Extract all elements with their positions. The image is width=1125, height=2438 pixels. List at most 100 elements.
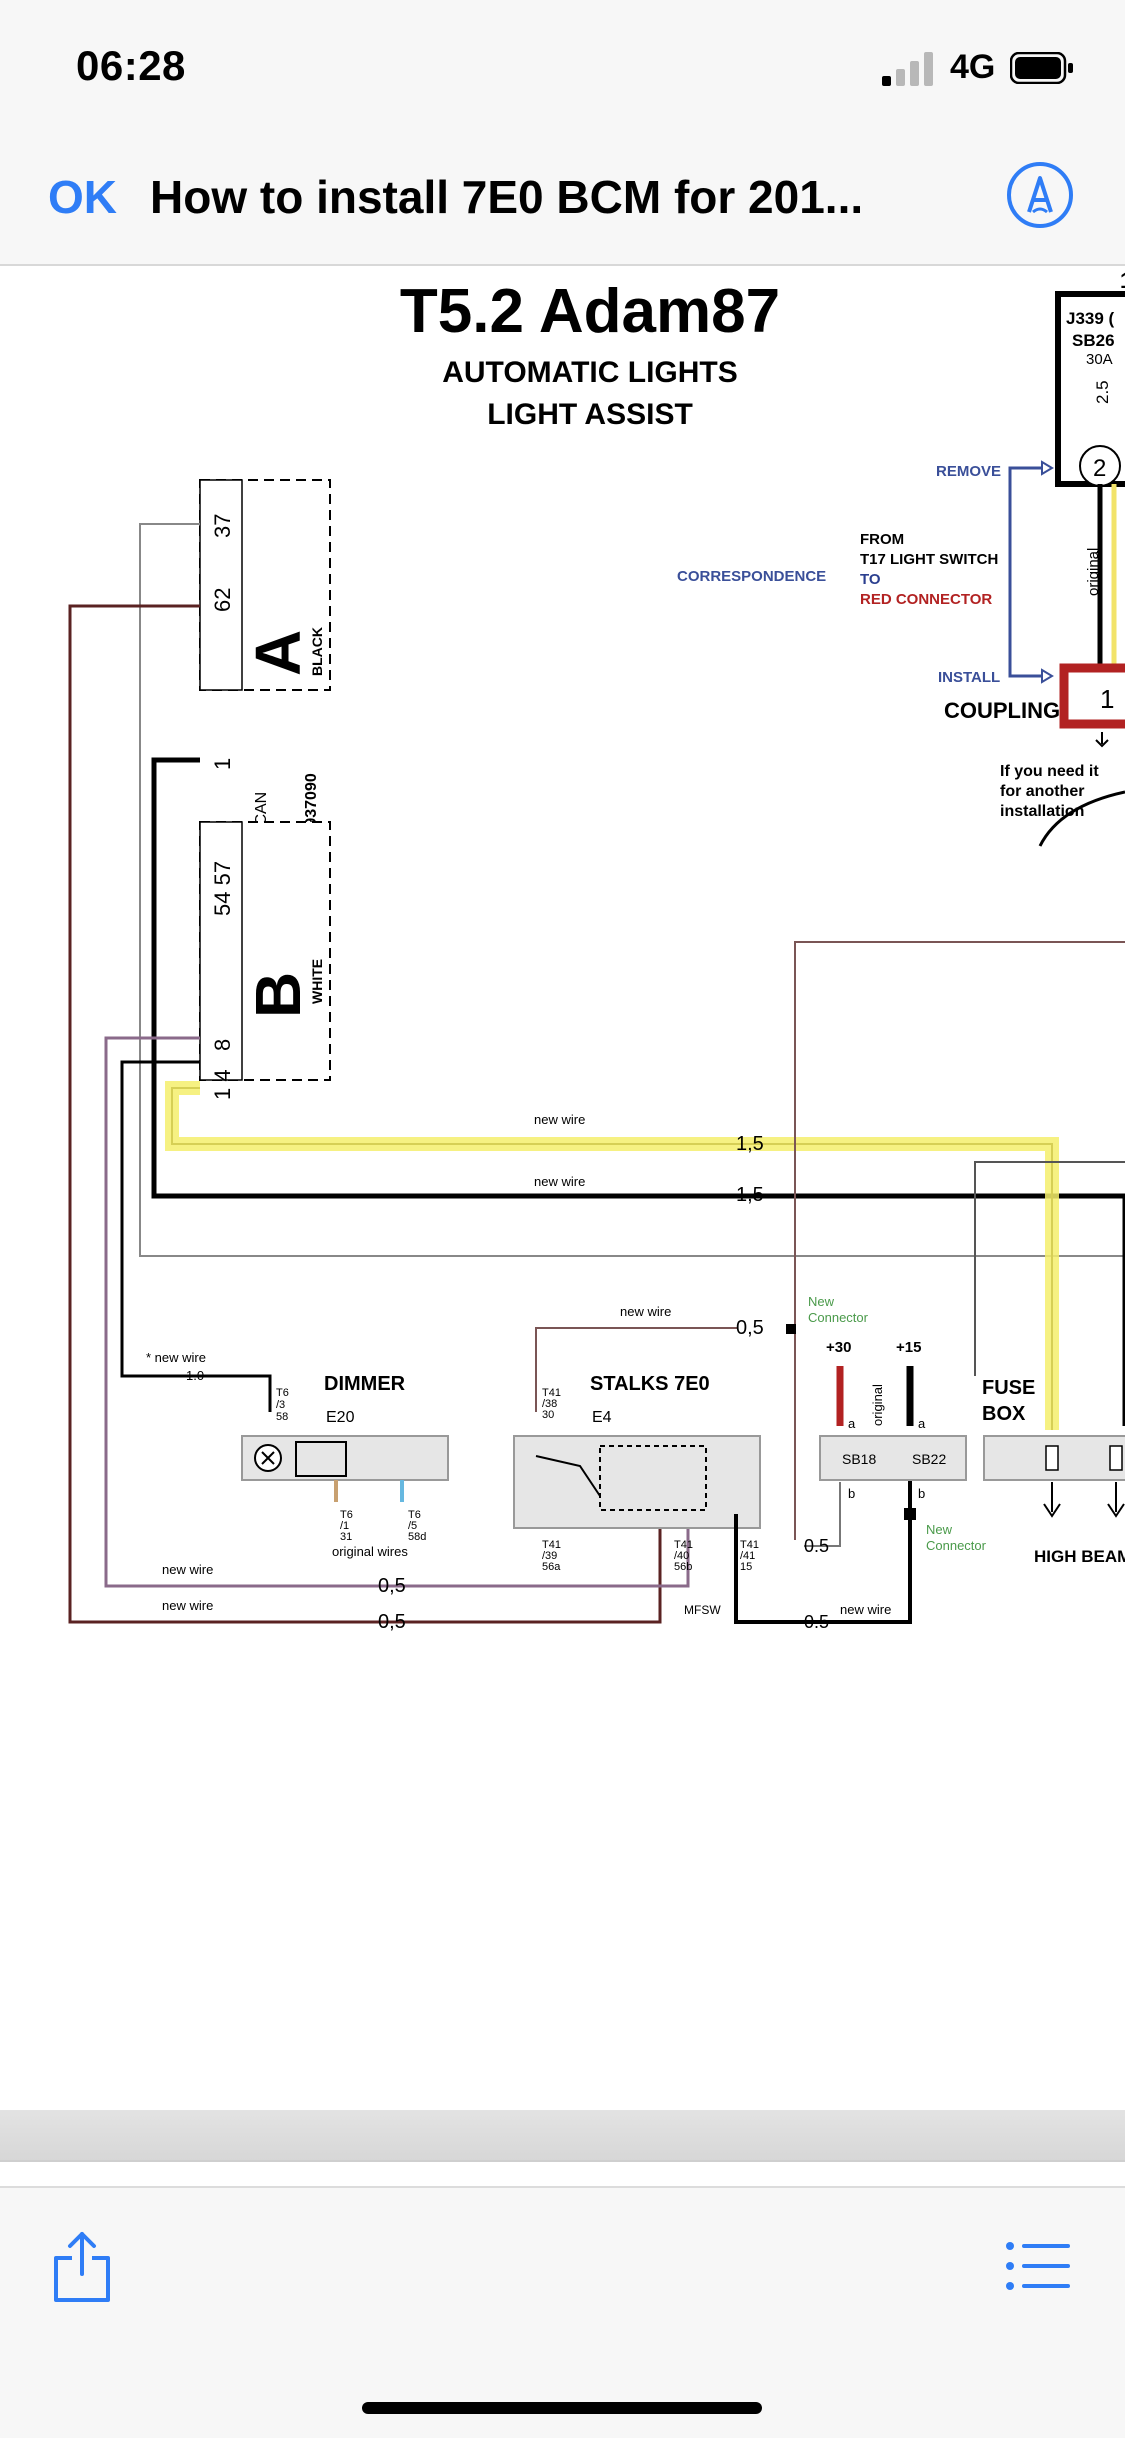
30a-label: 30A bbox=[1086, 351, 1113, 368]
new-wire-label-6: new wire bbox=[840, 1602, 891, 1617]
new-wire-label-4: new wire bbox=[162, 1562, 213, 1577]
pin-62: 62 bbox=[210, 588, 235, 612]
document-content[interactable]: T5.2 Adam87 AUTOMATIC LIGHTS LIGHT ASSIS… bbox=[0, 266, 1125, 2111]
note-line-3: installation bbox=[1000, 803, 1084, 820]
coupling-pin-1: 1 bbox=[1100, 684, 1114, 714]
sb26-label: SB26 bbox=[1072, 331, 1115, 350]
fuse-b-1: b bbox=[848, 1486, 855, 1501]
wire-1-5-a: 1,5 bbox=[736, 1133, 764, 1155]
wiring-diagram: T5.2 Adam87 AUTOMATIC LIGHTS LIGHT ASSIS… bbox=[68, 268, 1125, 1633]
sb22-label: SB22 bbox=[912, 1451, 946, 1467]
new-wire-star-label: * new wire bbox=[146, 1350, 206, 1365]
new-wire-label-3: new wire bbox=[620, 1304, 671, 1319]
share-icon[interactable] bbox=[50, 2228, 114, 2304]
new-wire-label-2: new wire bbox=[534, 1174, 585, 1189]
fuse-strip bbox=[819, 1435, 967, 1481]
t6-1-a: T6 bbox=[340, 1509, 353, 1521]
t41-40-c: 56b bbox=[674, 1561, 692, 1573]
fuse-box-label-2: BOX bbox=[982, 1403, 1026, 1425]
diagram-title: T5.2 Adam87 bbox=[400, 277, 780, 346]
fuse-a-1: a bbox=[848, 1416, 856, 1431]
original-label-top: original bbox=[1085, 548, 1102, 596]
t41-41-c: 15 bbox=[740, 1561, 752, 1573]
status-time: 06:28 bbox=[76, 42, 186, 89]
new-connector-label-2b: Connector bbox=[926, 1538, 987, 1553]
t41-41-a: T41 bbox=[740, 1539, 759, 1551]
battery-icon bbox=[1010, 52, 1073, 84]
e4-label: E4 bbox=[592, 1409, 612, 1426]
plus15-label: +15 bbox=[896, 1339, 921, 1356]
pin-54-57: 54 57 bbox=[210, 861, 235, 916]
t41-38-a: T41 bbox=[542, 1387, 561, 1399]
stalks-label: STALKS 7E0 bbox=[590, 1373, 710, 1395]
page-separator bbox=[0, 2110, 1125, 2162]
t41-40-b: /40 bbox=[674, 1550, 689, 1562]
correspondence-label: CORRESPONDENCE bbox=[677, 568, 826, 585]
t41-38-c: 30 bbox=[542, 1409, 554, 1421]
wire-0-5-a: 0,5 bbox=[736, 1317, 764, 1339]
new-connector-label-1a: New bbox=[808, 1294, 835, 1309]
new-wire-label-1: new wire bbox=[534, 1112, 585, 1127]
j339-wire-label: 2.5 bbox=[1093, 380, 1112, 404]
j339-label: J339 ( bbox=[1066, 309, 1115, 328]
status-bar: 06:28 4G bbox=[0, 0, 1125, 130]
fuse-a-2: a bbox=[918, 1416, 926, 1431]
remove-label: REMOVE bbox=[936, 463, 1001, 480]
wire-1-5-b: 1,5 bbox=[736, 1184, 764, 1206]
original-wires-label: original wires bbox=[332, 1544, 408, 1559]
new-connector-label-1b: Connector bbox=[808, 1310, 869, 1325]
t41-39-b: /39 bbox=[542, 1550, 557, 1562]
original-label-fuse: original bbox=[870, 1384, 885, 1426]
t6-3-b: /3 bbox=[276, 1399, 285, 1411]
signal-bars-icon bbox=[882, 52, 933, 86]
network-type: 4G bbox=[950, 48, 996, 86]
pin-8: 8 bbox=[210, 1039, 235, 1051]
list-icon[interactable] bbox=[1006, 2242, 1070, 2290]
from-line-2: T17 LIGHT SWITCH bbox=[860, 551, 998, 568]
from-line-1: FROM bbox=[860, 531, 904, 548]
fuse-b-2: b bbox=[918, 1486, 925, 1501]
e20-label: E20 bbox=[326, 1409, 355, 1426]
markup-pen-icon[interactable] bbox=[1005, 160, 1075, 230]
coupling-box bbox=[1059, 663, 1125, 729]
coupling-label: COUPLING bbox=[944, 698, 1060, 723]
ok-button[interactable]: OK bbox=[48, 171, 117, 223]
wire-0-5-b2: 0,5 bbox=[378, 1611, 406, 1633]
from-line-3: TO bbox=[860, 571, 881, 588]
wire-0-5-b1: 0,5 bbox=[378, 1575, 406, 1597]
t41-40-a: T41 bbox=[674, 1539, 693, 1551]
from-line-4: RED CONNECTOR bbox=[860, 591, 992, 608]
wire-1-0: 1.0 bbox=[186, 1368, 204, 1383]
white-label: WHITE bbox=[309, 959, 325, 1004]
stalks-switch bbox=[513, 1435, 761, 1529]
t6-1-c: 31 bbox=[340, 1531, 352, 1543]
bottom-toolbar bbox=[0, 2186, 1125, 2438]
pin-37: 37 bbox=[210, 514, 235, 538]
high-beam-label: HIGH BEAM bbox=[1034, 1547, 1125, 1566]
t41-39-c: 56a bbox=[542, 1561, 561, 1573]
wire-0-5-d: 0.5 bbox=[804, 1536, 829, 1556]
install-label: INSTALL bbox=[938, 669, 1000, 686]
t41-38-b: /38 bbox=[542, 1398, 557, 1410]
t6-3-c: 58 bbox=[276, 1411, 288, 1423]
t6-1-b: /1 bbox=[340, 1520, 349, 1532]
plus30-label: +30 bbox=[826, 1339, 851, 1356]
fuse-box-label-1: FUSE bbox=[982, 1377, 1035, 1399]
connector-a-letter: A bbox=[242, 630, 314, 676]
note-line-1: If you need it bbox=[1000, 763, 1099, 780]
connector-b-letter: B bbox=[242, 972, 314, 1018]
t41-41-b: /41 bbox=[740, 1550, 755, 1562]
mfsw-label: MFSW bbox=[684, 1603, 721, 1617]
note-line-2: for another bbox=[1000, 783, 1084, 800]
document-title: How to install 7E0 BCM for 201... bbox=[150, 171, 864, 223]
new-connector-label-2a: New bbox=[926, 1522, 953, 1537]
t6-5-c: 58d bbox=[408, 1531, 426, 1543]
top-right-label: 1 bbox=[1120, 268, 1125, 293]
dimmer-label: DIMMER bbox=[324, 1373, 406, 1395]
t6-5-a: T6 bbox=[408, 1509, 421, 1521]
wire-0-5-c: 0.5 bbox=[804, 1612, 829, 1632]
t41-39-a: T41 bbox=[542, 1539, 561, 1551]
t6-3-a: T6 bbox=[276, 1387, 289, 1399]
navigation-bar: OK How to install 7E0 BCM for 201... bbox=[0, 130, 1125, 266]
home-indicator[interactable] bbox=[362, 2402, 762, 2414]
